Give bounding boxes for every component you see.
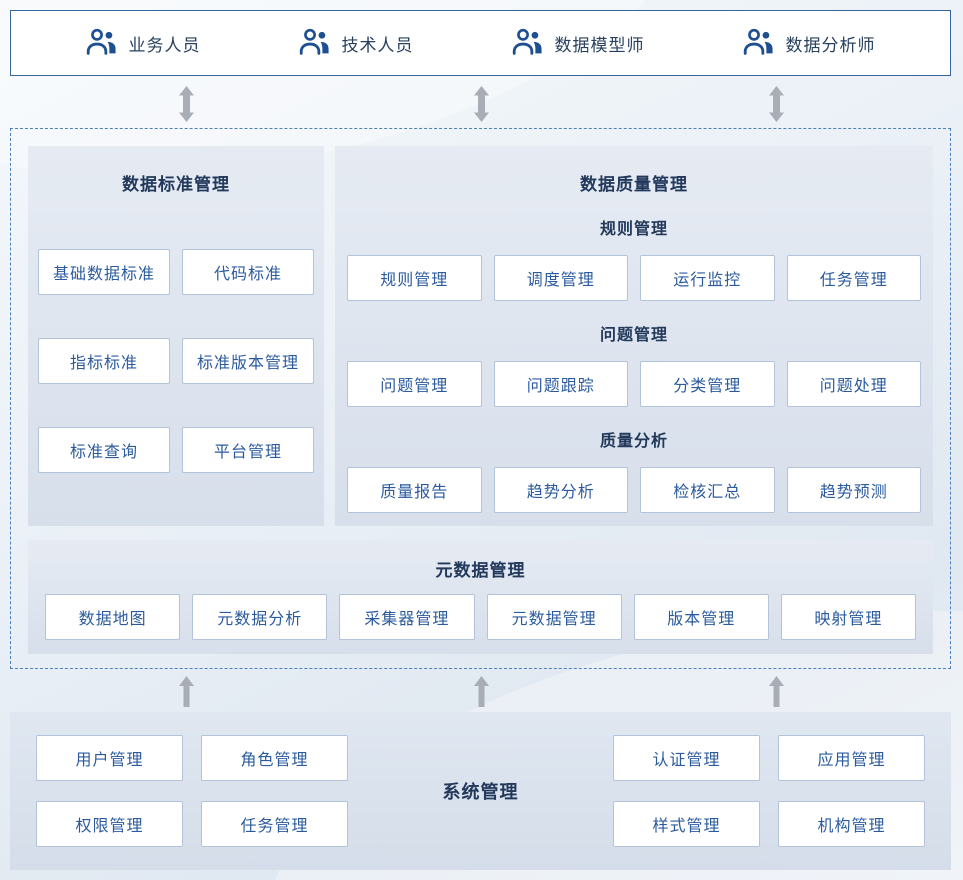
system-left-grid: 用户管理 角色管理 权限管理 任务管理	[36, 735, 348, 847]
module-box: 检核汇总	[640, 467, 775, 513]
metadata-row: 数据地图 元数据分析 采集器管理 元数据管理 版本管理 映射管理	[28, 581, 933, 640]
users-icon	[299, 27, 329, 60]
up-arrow-icon	[473, 676, 490, 712]
data-standard-grid: 基础数据标准 代码标准 指标标准 标准版本管理 标准查询 平台管理	[28, 195, 324, 473]
module-box: 任务管理	[201, 801, 348, 847]
double-arrow-icon	[768, 86, 785, 127]
module-box: 权限管理	[36, 801, 183, 847]
data-standard-panel: 数据标准管理 基础数据标准 代码标准 指标标准 标准版本管理 标准查询 平台管理	[28, 146, 324, 526]
module-box: 映射管理	[780, 594, 916, 640]
section-title-quality-analysis: 质量分析	[599, 433, 668, 450]
module-box: 趋势分析	[493, 467, 628, 513]
system-panel: 用户管理 角色管理 权限管理 任务管理 系统管理 认证管理 应用管理 样式管理 …	[10, 712, 951, 870]
module-box: 指标标准	[38, 338, 170, 384]
module-box: 分类管理	[640, 361, 775, 407]
module-box: 标准查询	[38, 427, 170, 473]
module-box: 趋势预测	[786, 467, 921, 513]
module-box: 问题管理	[347, 361, 482, 407]
module-box: 用户管理	[36, 735, 183, 781]
quality-analysis-row: 质量报告 趋势分析 检核汇总 趋势预测	[335, 467, 933, 513]
module-box: 平台管理	[182, 427, 314, 473]
up-arrow-icon	[768, 676, 785, 712]
role-label: 业务人员	[128, 35, 201, 55]
module-box: 问题跟踪	[493, 361, 628, 407]
module-box: 运行监控	[640, 255, 775, 301]
top-arrow-row	[0, 86, 963, 127]
issue-mgmt-row: 问题管理 问题跟踪 分类管理 问题处理	[335, 361, 933, 407]
roles-bar: 业务人员 技术人员 数据模型师	[10, 10, 951, 76]
module-box: 采集器管理	[339, 594, 475, 640]
system-title: 系统管理	[442, 782, 519, 802]
role-data-modeler: 数据模型师	[512, 27, 645, 60]
role-business-staff: 业务人员	[86, 27, 201, 60]
module-box: 角色管理	[201, 735, 348, 781]
role-label: 数据分析师	[785, 35, 876, 55]
module-box: 元数据管理	[486, 594, 622, 640]
data-quality-title: 数据质量管理	[580, 175, 688, 194]
section-title-issue-mgmt: 问题管理	[599, 327, 668, 344]
users-icon	[743, 27, 773, 60]
module-box: 认证管理	[613, 735, 760, 781]
module-box: 样式管理	[613, 801, 760, 847]
module-box: 任务管理	[786, 255, 921, 301]
module-box: 规则管理	[347, 255, 482, 301]
double-arrow-icon	[178, 86, 195, 127]
section-title-rule-mgmt: 规则管理	[599, 221, 668, 238]
rule-mgmt-row: 规则管理 调度管理 运行监控 任务管理	[335, 255, 933, 301]
users-icon	[512, 27, 542, 60]
role-technical-staff: 技术人员	[299, 27, 414, 60]
up-arrow-icon	[178, 676, 195, 712]
metadata-panel: 元数据管理 数据地图 元数据分析 采集器管理 元数据管理 版本管理 映射管理	[28, 540, 933, 654]
module-box: 基础数据标准	[38, 249, 170, 295]
system-right-grid: 认证管理 应用管理 样式管理 机构管理	[613, 735, 925, 847]
role-label: 数据模型师	[554, 35, 645, 55]
module-box: 应用管理	[778, 735, 925, 781]
module-box: 代码标准	[182, 249, 314, 295]
double-arrow-icon	[473, 86, 490, 127]
module-box: 元数据分析	[192, 594, 328, 640]
users-icon	[86, 27, 116, 60]
module-box: 版本管理	[633, 594, 769, 640]
role-data-analyst: 数据分析师	[743, 27, 876, 60]
metadata-title: 元数据管理	[435, 561, 526, 580]
module-box: 问题处理	[786, 361, 921, 407]
module-box: 数据地图	[45, 594, 181, 640]
module-box: 调度管理	[493, 255, 628, 301]
bottom-arrow-row	[0, 676, 963, 712]
role-label: 技术人员	[341, 35, 414, 55]
data-standard-title: 数据标准管理	[122, 175, 230, 194]
module-box: 质量报告	[347, 467, 482, 513]
module-box: 标准版本管理	[182, 338, 314, 384]
data-quality-panel: 数据质量管理 规则管理 规则管理 调度管理 运行监控 任务管理 问题管理 问题管…	[335, 146, 933, 526]
module-box: 机构管理	[778, 801, 925, 847]
data-platform-container: 数据标准管理 基础数据标准 代码标准 指标标准 标准版本管理 标准查询 平台管理…	[10, 128, 951, 669]
